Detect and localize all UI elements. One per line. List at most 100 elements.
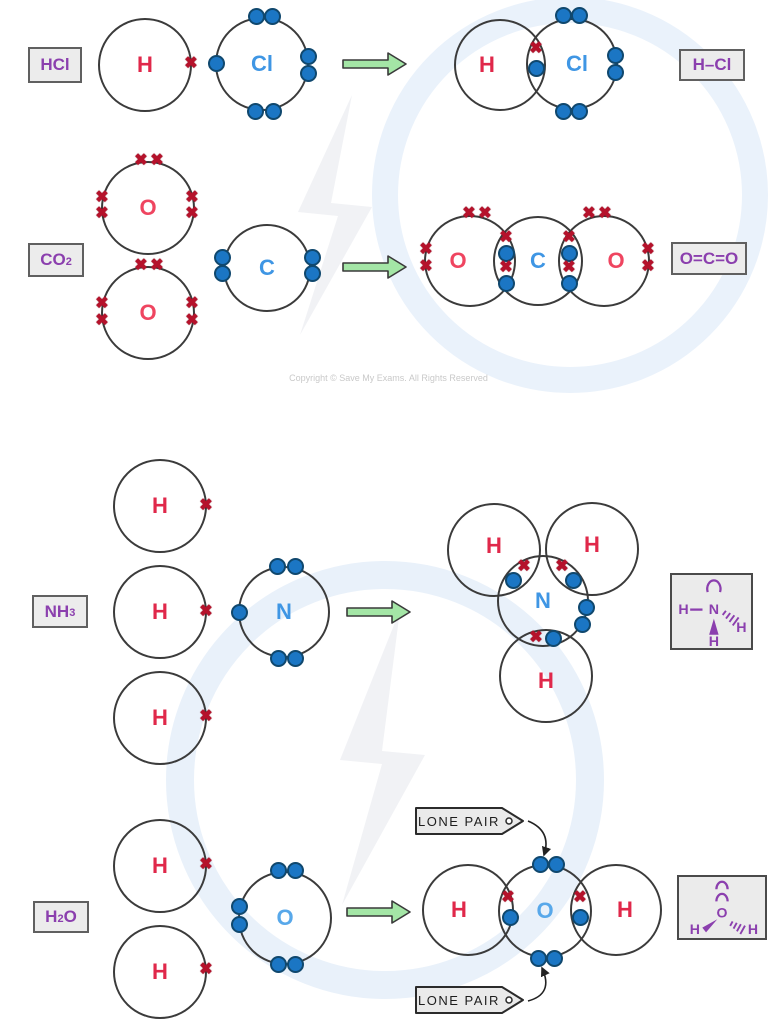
electron-dot bbox=[546, 950, 563, 967]
electron-dot bbox=[214, 249, 231, 266]
lone-pair-tag-bottom: LONE PAIR bbox=[415, 986, 524, 1014]
electron-cross: ✖ bbox=[185, 295, 199, 312]
formula-tag-co2-text: CO bbox=[40, 250, 66, 269]
electron-dot bbox=[571, 7, 588, 24]
electron-dot bbox=[528, 60, 545, 77]
electron-dot bbox=[607, 64, 624, 81]
electron-dot bbox=[502, 909, 519, 926]
electron-cross: ✖ bbox=[499, 229, 513, 246]
electron-dot bbox=[270, 956, 287, 973]
solid-wedge-bond bbox=[702, 919, 718, 933]
electron-dot bbox=[265, 103, 282, 120]
atom-label-h: H bbox=[617, 897, 633, 922]
electron-cross: ✖ bbox=[562, 229, 576, 246]
reaction-arrow bbox=[342, 255, 407, 279]
lone-pair-label: LONE PAIR bbox=[418, 993, 500, 1008]
electron-cross: ✖ bbox=[185, 312, 199, 329]
lone-pair-tag-top: LONE PAIR bbox=[415, 807, 524, 835]
lone-pair-lobe bbox=[715, 892, 729, 902]
atom-label-o: O bbox=[139, 195, 157, 220]
atom-label-c: C bbox=[530, 248, 546, 273]
lone-pair-lobe bbox=[715, 880, 729, 890]
electron-dot bbox=[607, 47, 624, 64]
nh3-product-h-bottom-circle: H bbox=[499, 629, 593, 723]
electron-dot bbox=[555, 103, 572, 120]
electron-cross: ✖ bbox=[184, 55, 198, 72]
electron-cross: ✖ bbox=[150, 152, 164, 169]
h2o-reactant-h2-circle: H bbox=[113, 925, 207, 1019]
electron-cross: ✖ bbox=[555, 558, 569, 575]
co2-product-o2-circle: O bbox=[558, 215, 650, 307]
formula-tag-h2o-sub: 2 bbox=[57, 912, 64, 925]
reaction-arrow bbox=[346, 900, 411, 924]
electron-cross: ✖ bbox=[573, 889, 587, 906]
atom-label-o: O bbox=[276, 905, 294, 930]
formula-tag-hcl-text: HCl bbox=[40, 55, 70, 74]
electron-dot bbox=[561, 275, 578, 292]
electron-cross: ✖ bbox=[199, 708, 213, 725]
electron-cross: ✖ bbox=[641, 258, 655, 275]
electron-dot bbox=[270, 650, 287, 667]
hashed-wedge-bond bbox=[729, 920, 734, 927]
hcl-reactant-h-circle: H bbox=[98, 18, 192, 112]
lone-pair-lobe bbox=[706, 579, 722, 593]
nh3-reactant-h3-circle: H bbox=[113, 671, 207, 765]
product-tag-co2-text: O=C=O bbox=[679, 248, 739, 268]
product-tag-hcl-text: H–Cl bbox=[692, 55, 732, 74]
electron-cross: ✖ bbox=[199, 961, 213, 978]
atom-label-n: N bbox=[276, 599, 292, 624]
electron-dot bbox=[572, 909, 589, 926]
electron-dot bbox=[270, 862, 287, 879]
electron-dot bbox=[300, 65, 317, 82]
electron-dot bbox=[300, 48, 317, 65]
atom-label-o: O bbox=[449, 248, 467, 273]
copyright-text: Copyright © Save My Exams. All Rights Re… bbox=[289, 373, 488, 383]
electron-dot bbox=[574, 616, 591, 633]
electron-cross: ✖ bbox=[462, 205, 476, 222]
atom-label-h: H bbox=[451, 897, 467, 922]
lone-pair-label: LONE PAIR bbox=[418, 814, 500, 829]
electron-cross: ✖ bbox=[199, 603, 213, 620]
sf-n-label: N bbox=[709, 602, 719, 618]
electron-cross: ✖ bbox=[95, 312, 109, 329]
electron-cross: ✖ bbox=[517, 558, 531, 575]
electron-dot bbox=[561, 245, 578, 262]
electron-cross: ✖ bbox=[641, 241, 655, 258]
co2-reactant-c-circle: C bbox=[223, 224, 311, 312]
electron-dot bbox=[304, 249, 321, 266]
electron-dot bbox=[287, 862, 304, 879]
formula-tag-h2o-post: O bbox=[63, 907, 77, 926]
atom-label-h: H bbox=[152, 853, 168, 878]
nh3-structural-drawing: H N H H bbox=[678, 579, 747, 648]
sf-h-label: H bbox=[748, 921, 758, 937]
electron-cross: ✖ bbox=[529, 629, 543, 646]
product-tag-hcl: H–Cl bbox=[679, 49, 745, 81]
electron-dot bbox=[565, 572, 582, 589]
electron-dot bbox=[287, 558, 304, 575]
atom-label-cl: Cl bbox=[566, 51, 588, 76]
electron-dot bbox=[304, 265, 321, 282]
electron-dot bbox=[231, 916, 248, 933]
lone-pair-arrow-bottom bbox=[527, 966, 550, 1002]
electron-dot bbox=[208, 55, 225, 72]
atom-label-h: H bbox=[137, 52, 153, 77]
electron-cross: ✖ bbox=[150, 257, 164, 274]
reaction-arrow bbox=[346, 600, 411, 624]
formula-tag-nh3-text: NH bbox=[44, 601, 70, 621]
electron-cross: ✖ bbox=[582, 205, 596, 222]
hcl-reactant-cl-circle: Cl bbox=[215, 17, 309, 111]
electron-cross: ✖ bbox=[199, 856, 213, 873]
formula-tag-hcl: HCl bbox=[28, 47, 82, 83]
nh3-reactant-n-circle: N bbox=[238, 566, 330, 658]
tag-hole bbox=[505, 996, 513, 1004]
nh3-product-h-topright-circle: H bbox=[545, 502, 639, 596]
electron-dot bbox=[287, 956, 304, 973]
atom-label-o: O bbox=[607, 248, 625, 273]
electron-cross: ✖ bbox=[419, 258, 433, 275]
atom-label-h: H bbox=[152, 599, 168, 624]
electron-dot bbox=[214, 265, 231, 282]
electron-dot bbox=[248, 8, 265, 25]
